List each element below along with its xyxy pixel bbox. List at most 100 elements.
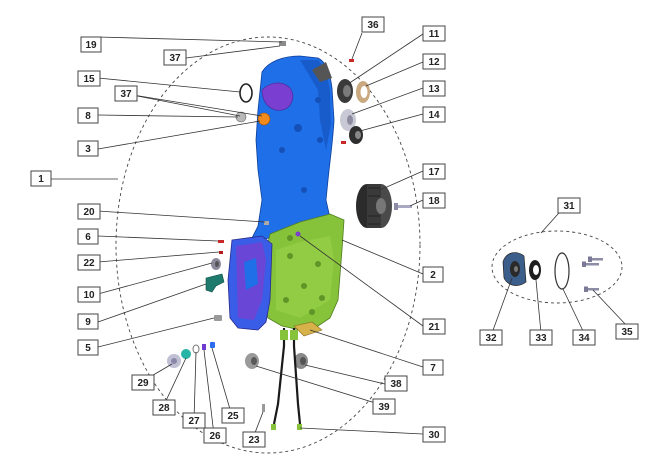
callout-11: 11 [422,25,446,42]
callout-19-label: 19 [85,40,97,51]
part-27-ring [192,344,200,354]
part-20-screw [264,221,269,225]
leader-lines [50,32,628,439]
callout-20-label: 20 [83,207,95,218]
callout-30-label: 30 [428,430,440,441]
part-15-o-ring [239,83,253,103]
callout-21: 21 [422,318,446,335]
part-17-pulley [356,184,392,228]
callout-5-label: 5 [85,343,91,354]
callout-25-label: 25 [227,411,239,422]
callout-10: 10 [77,286,101,303]
part-19-bolt [279,41,286,46]
callout-22: 22 [77,254,101,271]
callout-9-label: 9 [85,317,91,328]
callout-27: 27 [182,412,206,429]
callout-11-label: 11 [429,29,440,40]
part-30-cables [271,328,302,430]
callout-3-label: 3 [85,144,91,155]
callout-8: 8 [77,107,99,124]
callout-22-label: 22 [83,258,95,269]
callout-18-label: 18 [428,196,440,207]
part-18-bolt [394,203,412,210]
part-12-spacer-ring [356,81,370,103]
callout-15: 15 [77,70,101,87]
part-6-red-plug [218,240,224,243]
callout-34: 34 [572,329,596,346]
part-36-pin [349,59,354,62]
cover-housing-blue [251,55,335,241]
part-37-pin-side [341,141,346,144]
part-23-small-screw [262,404,265,412]
main-assembly-boundary [115,36,421,454]
callout-20: 20 [77,203,101,220]
callout-32: 32 [479,329,503,346]
callout-34-label: 34 [578,333,590,344]
callout-35-label: 35 [621,327,633,338]
callout-15-label: 15 [83,74,95,85]
part-39-bushing [245,353,259,369]
callout-12: 12 [422,53,446,70]
callout-10-label: 10 [83,290,95,301]
callout-31-label: 31 [563,201,575,212]
callout-26: 26 [203,427,227,444]
callout-23: 23 [242,431,266,448]
callout-2: 2 [422,266,444,283]
callout-23-label: 23 [248,435,260,446]
part-22-small-pin [219,251,223,254]
part-35-screws [582,256,603,292]
callout-5: 5 [77,339,99,356]
part-33-seal [529,260,541,280]
callout-31: 31 [557,197,581,214]
callout-38-label: 38 [390,379,402,390]
callout-19: 19 [80,36,102,53]
side-cover-purple [227,235,273,331]
callout-1-label: 1 [38,174,44,185]
part-25-blue-plug [210,342,215,348]
callout-37a: 37 [163,49,187,66]
callout-6-label: 6 [85,232,91,243]
callout-7: 7 [422,359,444,376]
lower-housing-green [261,213,345,337]
part-3-orange-cap [257,112,271,126]
part-32-flange [502,252,527,286]
callout-25: 25 [221,407,245,424]
callout-37b: 37 [114,85,138,102]
callout-14: 14 [422,106,446,123]
callout-8-label: 8 [85,111,91,122]
part-34-o-ring [554,252,570,290]
callout-33: 33 [529,329,553,346]
sub-assembly-boundary [491,230,623,304]
callout-6: 6 [77,228,99,245]
callout-12-label: 12 [428,57,440,68]
callout-37-top-label: 37 [169,53,181,64]
part-14-bearing [349,126,363,144]
part-11-bearing [337,79,353,103]
callout-2-label: 2 [430,270,436,281]
callout-28: 28 [152,399,176,416]
callout-28-label: 28 [158,403,170,414]
callout-7-label: 7 [430,363,436,374]
callout-21-label: 21 [428,322,440,333]
callout-36-label: 36 [367,20,379,31]
callout-14-label: 14 [428,110,440,121]
part-28-teal-cap [181,349,191,359]
callout-29: 29 [131,374,155,391]
callout-37-mid-label: 37 [120,89,132,100]
callout-36: 36 [361,16,385,33]
callout-29-label: 29 [137,378,149,389]
callout-33-label: 33 [535,333,547,344]
callout-13: 13 [422,80,446,97]
callout-26-label: 26 [209,431,221,442]
callout-13-label: 13 [428,84,440,95]
callout-27-label: 27 [188,416,200,427]
part-9-bracket [205,273,225,293]
callout-39: 39 [372,398,396,415]
part-10-bushing [211,258,221,270]
callout-38: 38 [384,375,408,392]
part-5-sleeve [214,315,222,321]
part-38-bushing [294,353,308,369]
callout-17-label: 17 [428,167,440,178]
callout-30: 30 [422,426,446,443]
